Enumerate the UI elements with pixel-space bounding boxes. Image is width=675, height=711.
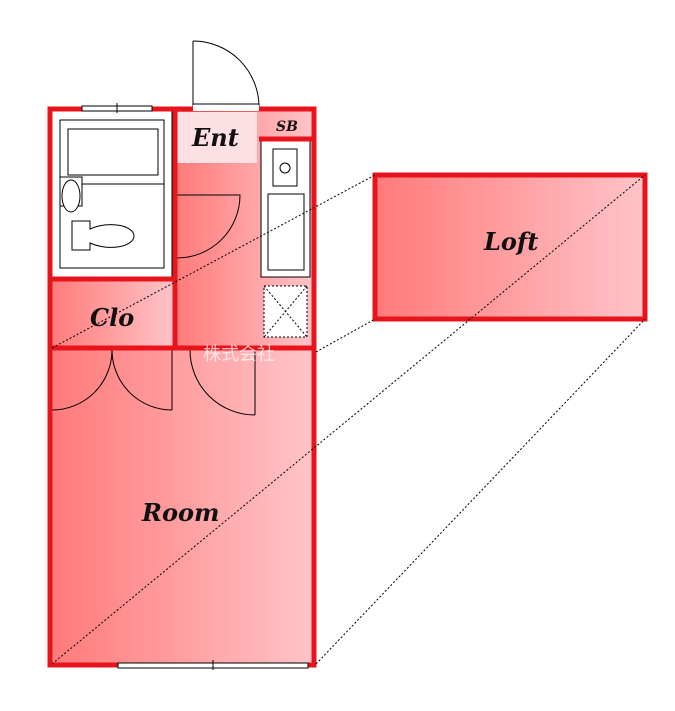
loft-floor [375,175,645,319]
entry-door [192,40,260,110]
closet-floor [50,280,175,348]
label-loft: Loft [483,227,538,256]
washer-pad [263,285,308,338]
label-shoe-box: SB [276,119,298,135]
watermark: 株式会社 [203,344,275,365]
kitchen-sink [267,193,305,271]
windows [81,103,309,670]
entrance-floor [177,112,257,163]
kitchen-counter [260,139,311,278]
bathtub [67,128,159,176]
room-floor [50,348,314,666]
toilet [71,220,135,251]
label-closet: Clo [90,303,134,332]
label-entrance: Ent [191,123,239,152]
entry-opening [193,105,259,111]
label-room: Room [141,498,219,527]
bath-unit [51,109,173,279]
loft-projection-lines [51,174,646,665]
